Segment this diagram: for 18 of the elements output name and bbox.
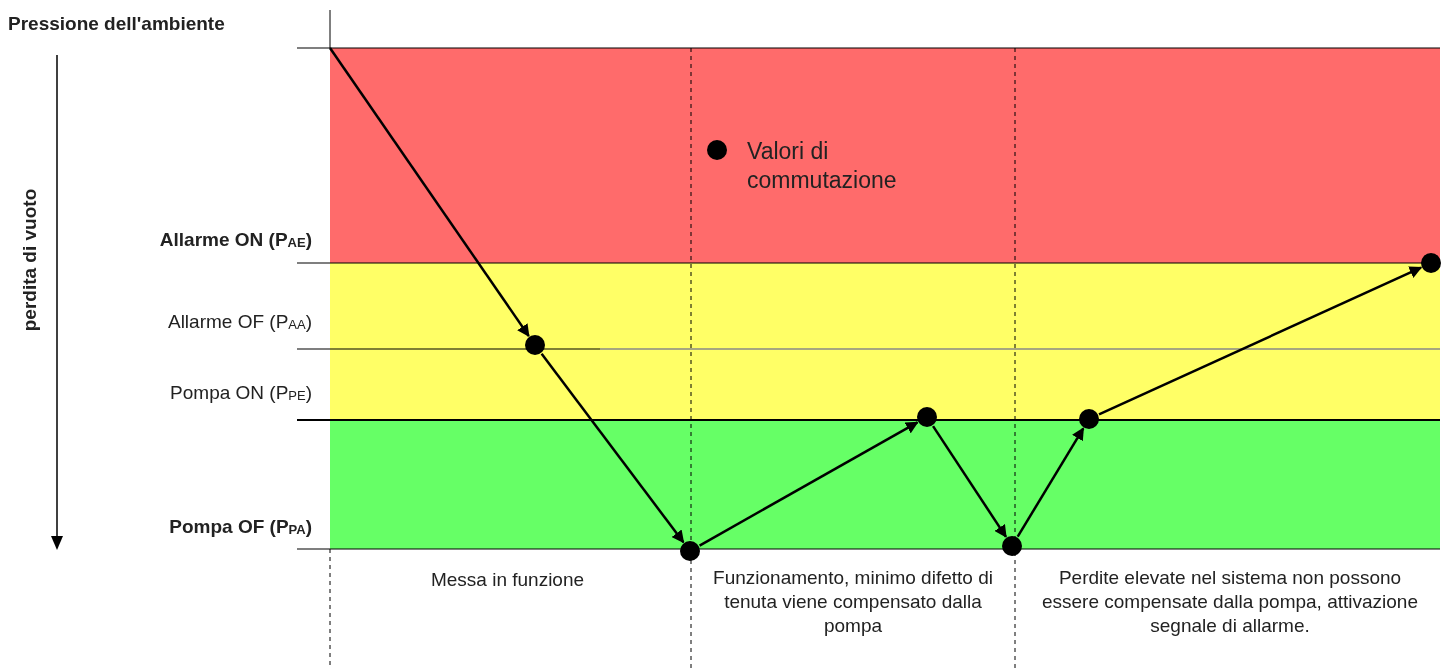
phase-description: Messa in funzione [429,568,586,592]
legend-text: Valori di commutazione [747,137,898,195]
arrow [1016,427,1085,538]
arrow [540,353,685,544]
arrow [698,421,919,547]
axis-title: Pressione dell'ambiente [8,12,226,36]
level-label: Pompa ON (P$_{PE}$) [169,381,312,405]
arrow [932,425,1007,538]
phase-description: Funzionamento, minimo difetto di tenuta viene compensato dalla pompa [712,566,994,638]
level-label: Allarme ON (P$_{AE}$) [158,228,312,252]
phase-description: Perdite elevate nel sistema non possono essere compensate dalla pompa, attivazione segnale di allarme. [1041,566,1419,638]
level-label: Allarme OF (P$_{AA}$) [166,310,312,334]
arrow [328,47,530,337]
switching-point [1002,536,1022,556]
switching-point [680,541,700,561]
level-label: Pompa OF (P$_{PA}$) [168,515,312,539]
arrow [1098,266,1423,416]
axis-label: perdita di vuoto [18,188,42,332]
